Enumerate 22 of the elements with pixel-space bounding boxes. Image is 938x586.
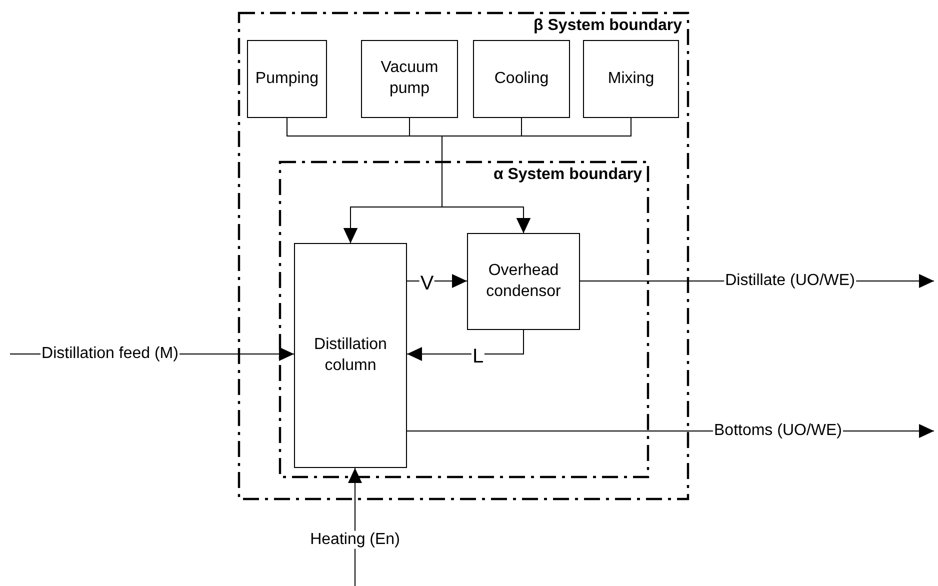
process-box — [473, 40, 570, 118]
edge-label: Bottoms (UO/WE) — [713, 422, 843, 440]
boundary-label: β System boundary — [534, 17, 682, 35]
process-box — [247, 40, 327, 118]
system-boundary — [280, 162, 648, 477]
edge-label: Distillation feed (M) — [40, 344, 180, 364]
process-box — [583, 40, 679, 118]
process-label: Cooling — [493, 68, 550, 89]
process-label: Vacuum pump — [380, 58, 440, 99]
connector-arrow — [406, 330, 524, 361]
process-box — [467, 233, 580, 330]
process-label: Overhead condensor — [485, 260, 562, 302]
edge-label: Heating (En) — [309, 530, 401, 550]
system-boundary — [239, 13, 688, 499]
connector-arrow — [406, 274, 468, 288]
boundary-label: α System boundary — [493, 166, 642, 184]
process-label: Pumping — [254, 68, 320, 89]
edge-label: Distillate (UO/WE) — [724, 272, 856, 290]
process-box — [294, 243, 407, 468]
process-label: Mixing — [606, 68, 656, 89]
process-label: Distillation column — [313, 334, 388, 376]
process-box — [361, 40, 458, 118]
